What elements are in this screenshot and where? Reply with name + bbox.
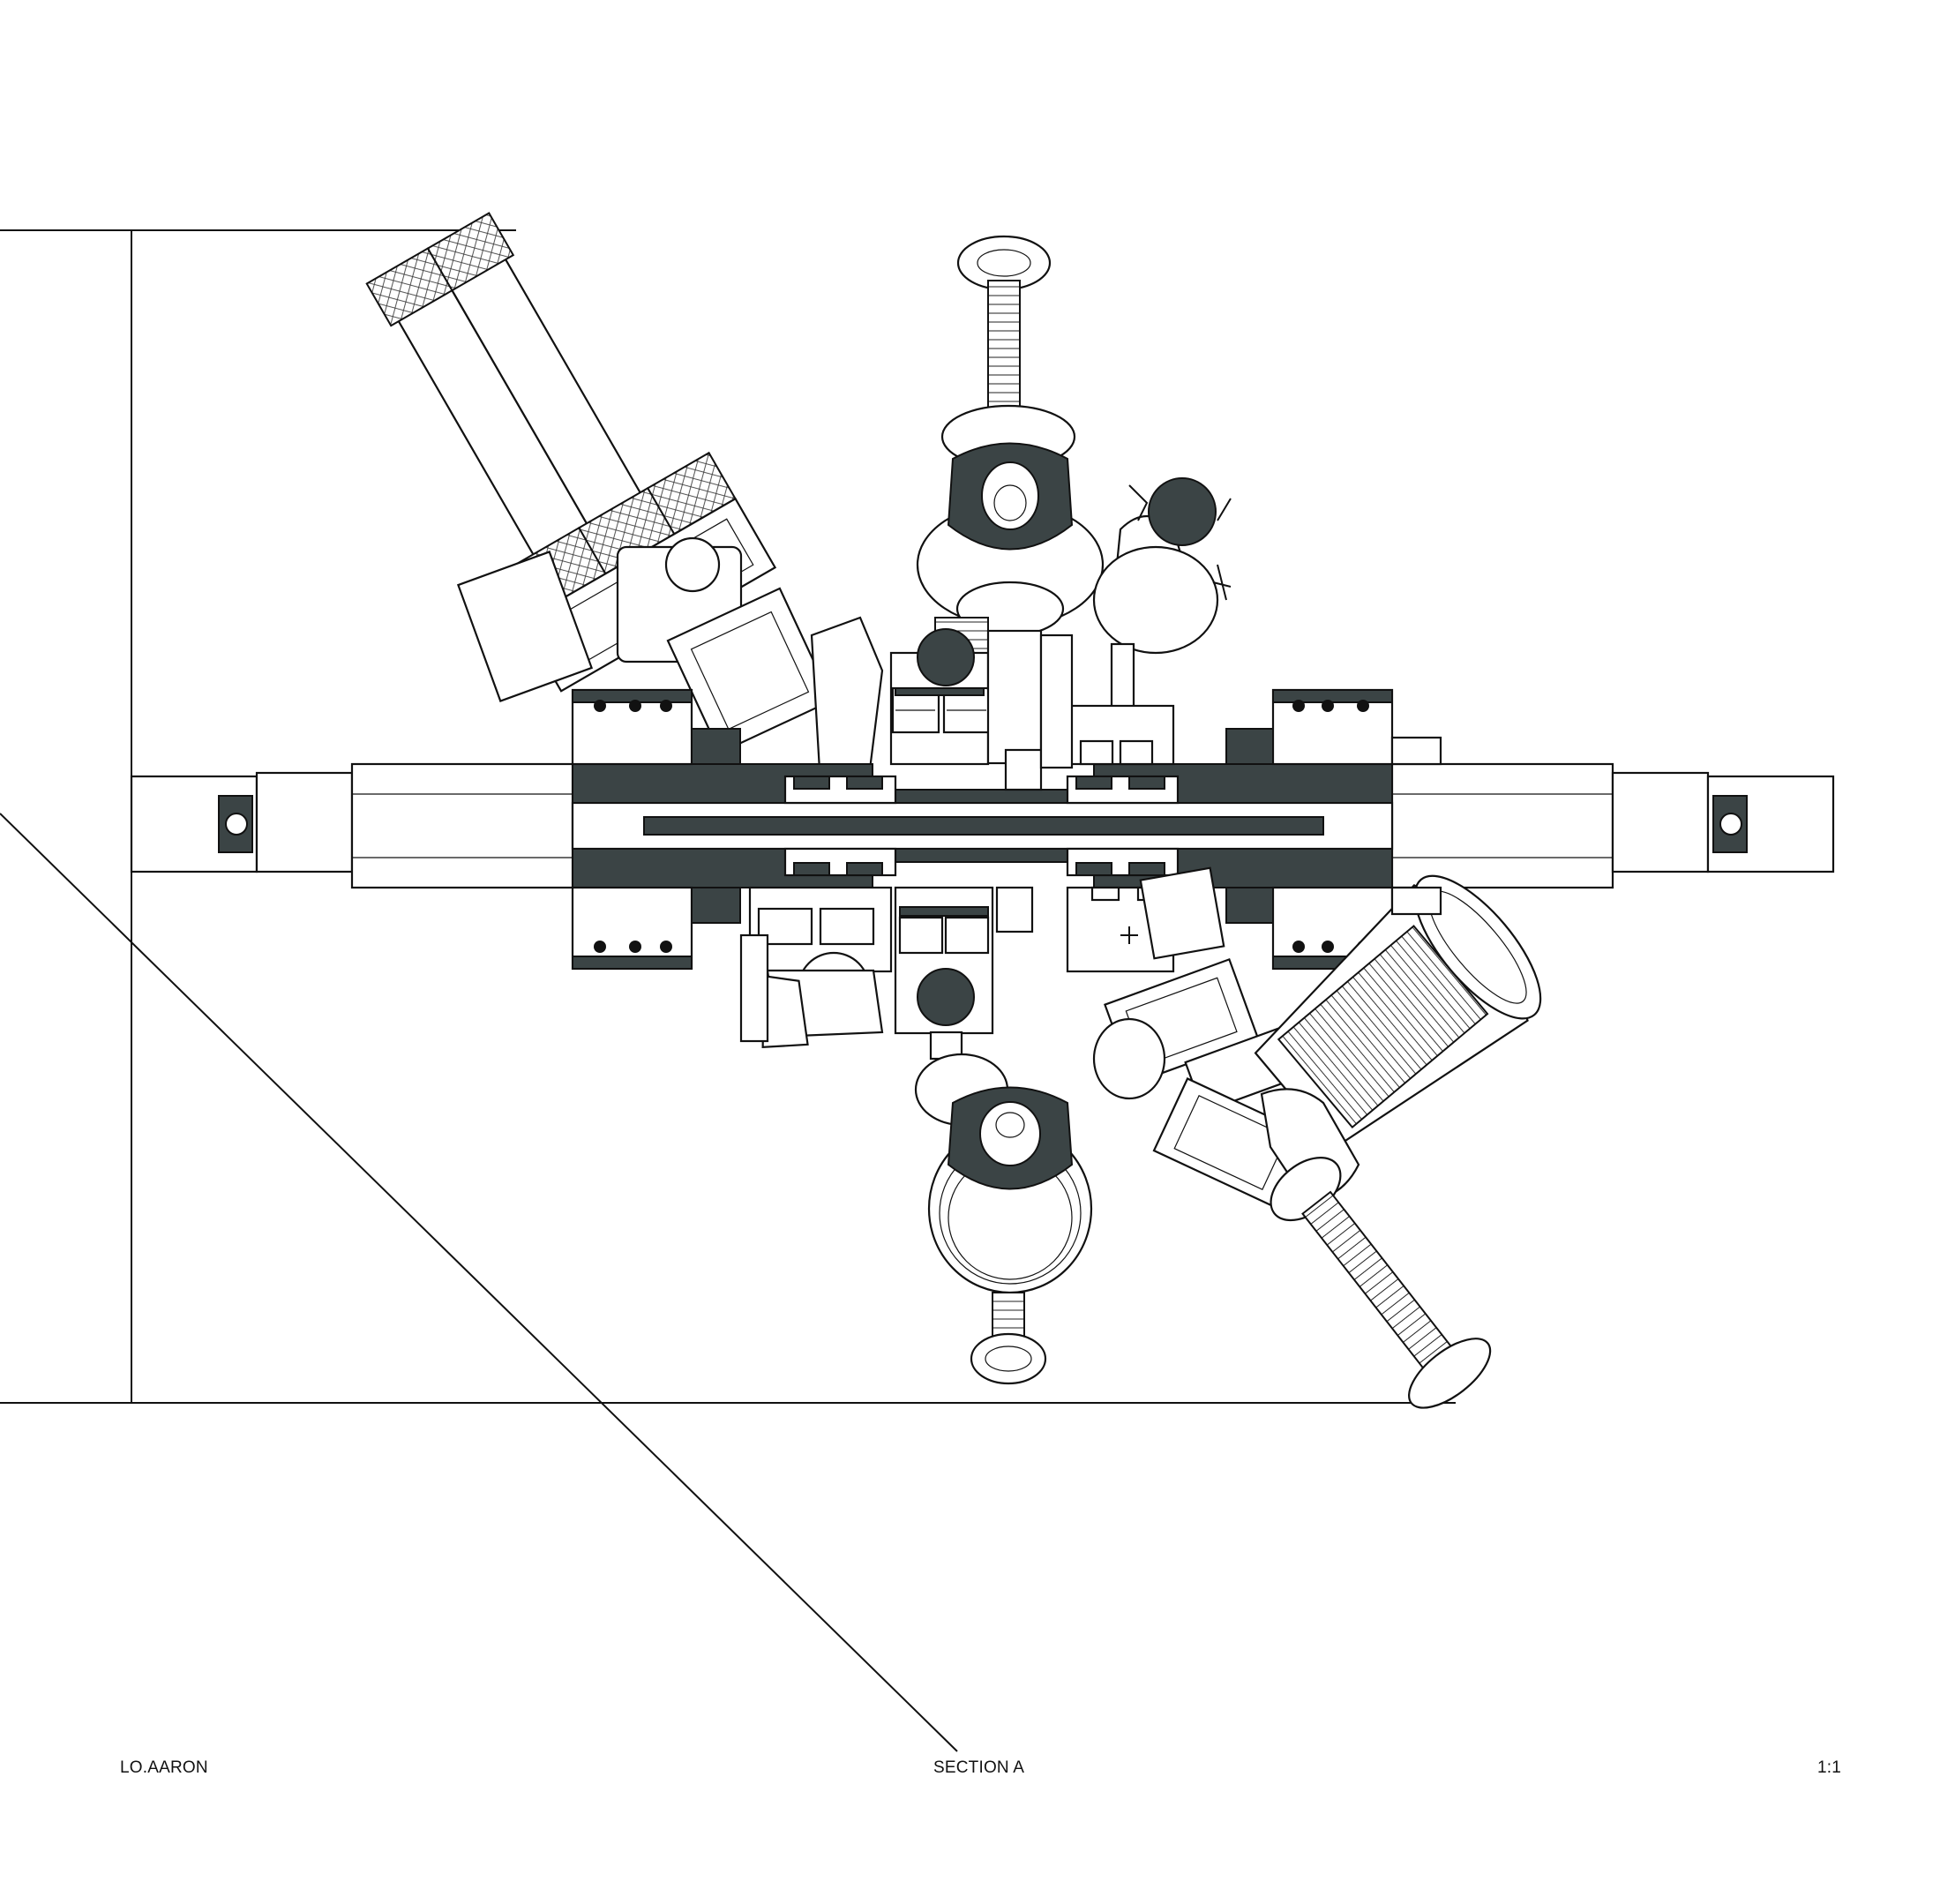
drawing-title: SECTION A: [933, 1758, 1025, 1777]
frame-lines: [0, 229, 1456, 1752]
right-arm-detail: [1390, 736, 1442, 916]
lower-left-assembly: [739, 886, 893, 1048]
upper-left-arm: [365, 212, 884, 787]
scale-label: 1:1: [1816, 1758, 1841, 1777]
flange-housings: [571, 688, 1394, 971]
upper-right-arm: [1039, 477, 1232, 769]
lower-right-assembly: [1066, 866, 1542, 1409]
author-label: LO.AARON: [120, 1758, 208, 1777]
inner-clamps: [783, 775, 1180, 877]
top-bolt-assembly: [889, 235, 1105, 791]
bottom-bolt-assembly: [894, 886, 1093, 1385]
main-shaft: [130, 762, 1835, 889]
